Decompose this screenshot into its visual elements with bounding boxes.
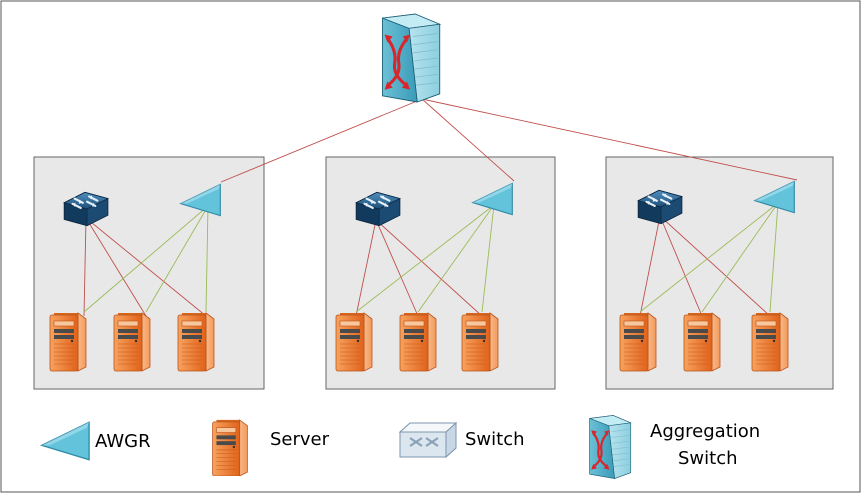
legend-switch: Switch bbox=[399, 422, 525, 458]
switch-icon bbox=[399, 422, 457, 458]
cluster-3-links bbox=[639, 202, 779, 317]
legend-switch-label: Switch bbox=[465, 429, 525, 450]
legend: AWGR Server Switch Aggregation Switch bbox=[41, 414, 760, 480]
cluster-2-server-2-icon bbox=[399, 312, 437, 372]
legend-server-label: Server bbox=[270, 429, 330, 450]
legend-aggregation: Aggregation Switch bbox=[588, 414, 760, 480]
legend-server: Server bbox=[212, 419, 330, 476]
cluster-1-server-1-icon bbox=[49, 312, 87, 372]
cluster-1-server-2-icon bbox=[113, 312, 151, 372]
uplink-2 bbox=[421, 98, 515, 182]
uplinks bbox=[220, 98, 798, 183]
server-icon bbox=[212, 419, 248, 476]
cluster-2-links bbox=[355, 204, 495, 317]
cluster-2-server-1-icon bbox=[335, 312, 373, 372]
cluster-3-server-3-icon bbox=[751, 312, 789, 372]
legend-aggregation-label-2: Switch bbox=[678, 448, 738, 469]
uplink-3 bbox=[421, 98, 798, 181]
cluster-2-server-3-icon bbox=[461, 312, 499, 372]
cluster-1-server-3-icon bbox=[177, 312, 215, 372]
aggregation-switch-legend-icon bbox=[588, 414, 632, 480]
aggregation-switch-icon bbox=[380, 12, 442, 104]
legend-awgr: AWGR bbox=[41, 421, 151, 461]
uplink-1 bbox=[220, 98, 423, 183]
cluster-1-links bbox=[83, 205, 209, 317]
legend-aggregation-label-1: Aggregation bbox=[650, 421, 760, 442]
cluster-3-server-2-icon bbox=[683, 312, 721, 372]
cluster-3-server-1-icon bbox=[619, 312, 657, 372]
legend-awgr-label: AWGR bbox=[95, 431, 151, 452]
